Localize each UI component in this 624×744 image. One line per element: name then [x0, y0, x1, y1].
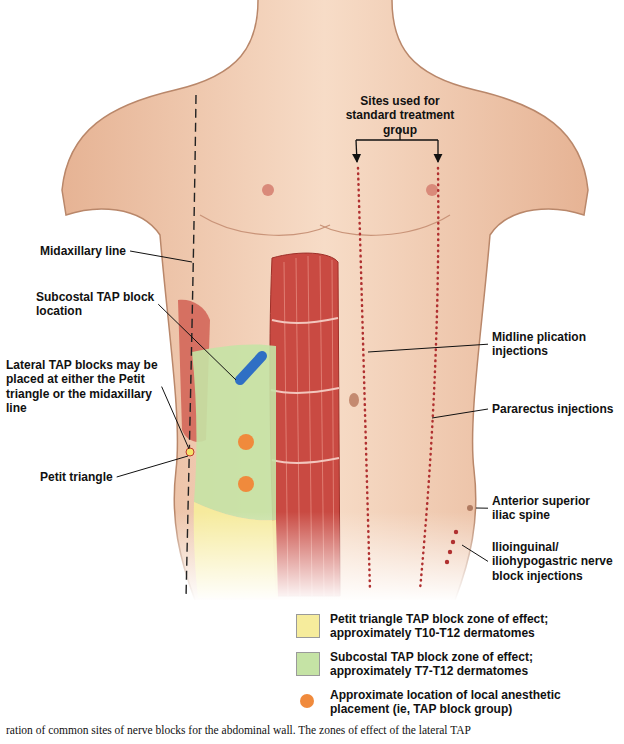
leader-line	[162, 387, 189, 449]
nerve-block-site	[445, 560, 449, 564]
injection-site	[238, 434, 254, 450]
callout-label: Subcostal TAP block location	[36, 290, 156, 319]
callout-label: Pararectus injections	[492, 402, 614, 416]
midaxillary-line	[186, 95, 196, 598]
midline-injections	[358, 168, 370, 590]
legend-swatch	[296, 652, 320, 676]
legend-swatch	[300, 694, 314, 708]
legend-text: Subcostal TAP block zone of effect; appr…	[330, 650, 612, 679]
pararectus-injections	[420, 168, 438, 590]
leader-line	[462, 545, 488, 561]
navel	[349, 393, 359, 407]
legend-text: Petit triangle TAP block zone of effect;…	[330, 612, 612, 641]
leader-line	[130, 251, 192, 262]
figure-caption: ration of common sites of nerve blocks f…	[6, 724, 620, 736]
iliac-spine	[467, 505, 473, 511]
legend-row: Petit triangle TAP block zone of effect;…	[296, 612, 616, 644]
subcostal-block-site	[240, 356, 262, 380]
bottom-fade	[0, 0, 624, 602]
injection-site	[238, 476, 254, 492]
petit-triangle-marker	[186, 448, 194, 456]
legend-row: Subcostal TAP block zone of effect; appr…	[296, 650, 616, 682]
callout-label: Midline plication injections	[492, 330, 614, 359]
bracket-arrow	[437, 140, 438, 162]
leader-line	[368, 344, 488, 352]
nerve-block-site	[454, 530, 458, 534]
callout-label: Anterior superior iliac spine	[492, 494, 614, 523]
callout-label: Ilioinguinal/ iliohypogastric nerve bloc…	[492, 540, 616, 583]
legend-text: Approximate location of local anesthetic…	[330, 688, 612, 717]
callout-label: Petit triangle	[40, 470, 150, 484]
leader-line	[117, 456, 188, 477]
nerve-block-site	[451, 540, 455, 544]
leader-line	[432, 409, 488, 418]
legend-swatch	[296, 614, 320, 638]
callout-label: Sites used for standard treatment group	[335, 94, 465, 137]
bracket-arrow	[356, 140, 357, 162]
leader-line	[476, 508, 488, 509]
leader-line	[158, 304, 236, 380]
legend-row: Approximate location of local anesthetic…	[296, 688, 616, 720]
nerve-block-site	[448, 550, 452, 554]
callout-label: Lateral TAP blocks may be placed at eith…	[6, 358, 158, 416]
callout-label: Midaxillary line	[40, 244, 160, 258]
